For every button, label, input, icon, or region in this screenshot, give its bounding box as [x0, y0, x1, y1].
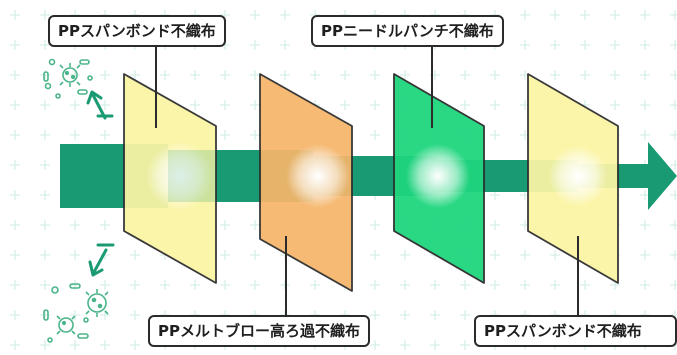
- filter-layer-4: [527, 73, 619, 284]
- leader-lines: [155, 46, 579, 316]
- label-top-right: PPニードルパンチ不織布: [311, 15, 504, 47]
- deflect-down-arrow-icon: [88, 243, 115, 277]
- germs-top-icon: [43, 58, 93, 99]
- label-bottom-left: PPメルトブロー高ろ過不織布: [148, 315, 370, 347]
- label-bottom-right: PPスパンボンド不織布: [474, 315, 677, 347]
- filter-layer-2: [259, 73, 353, 292]
- filter-layer-1: [123, 73, 217, 284]
- deflect-up-arrow-icon: [86, 90, 114, 120]
- label-top-left: PPスパンボンド不織布: [48, 15, 226, 47]
- filter-layer-3: [393, 73, 485, 284]
- germs-bottom-icon: [43, 283, 109, 343]
